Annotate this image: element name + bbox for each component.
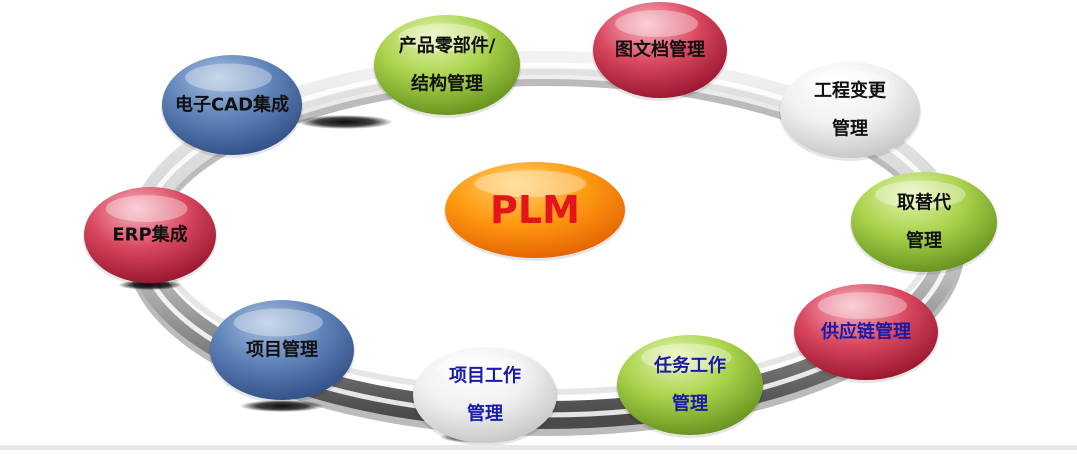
node-highlight <box>185 63 272 92</box>
node-label: 结构管理 <box>411 73 483 95</box>
node-highlight <box>817 292 908 320</box>
node-highlight <box>875 180 966 209</box>
node-bubble <box>84 187 216 283</box>
node-highlight <box>105 195 188 223</box>
node-bubble <box>780 62 920 158</box>
node-bubble <box>210 300 354 400</box>
node-highlight <box>233 308 324 337</box>
node-highlight <box>615 10 699 38</box>
node-bubble <box>794 284 938 380</box>
node-bubble <box>851 172 997 272</box>
node-bubble <box>593 2 727 98</box>
node-bubble <box>374 15 520 115</box>
node-label: 取替代 <box>897 192 951 214</box>
node-label: 管理 <box>672 393 708 415</box>
node-highlight <box>803 70 890 98</box>
node-label: 产品零部件/ <box>399 35 496 57</box>
node-shadow <box>240 400 324 412</box>
node-supply-chain-management: 供应链管理 <box>793 284 939 383</box>
node-bubble <box>617 335 763 435</box>
node-ecad-integration: 电子CAD集成 <box>161 55 303 158</box>
node-label: 电子CAD集成 <box>175 94 289 116</box>
bottom-divider <box>0 445 1077 450</box>
node-bubble <box>162 55 302 155</box>
node-label: 管理 <box>906 230 942 252</box>
node-shadow <box>118 280 182 290</box>
node-highlight <box>436 355 527 383</box>
node-label: 图文档管理 <box>615 39 705 61</box>
node-shadow <box>297 115 393 129</box>
node-product-parts-structure: 产品零部件/结构管理 <box>297 15 521 129</box>
node-label: PLM <box>490 188 580 232</box>
node-project-management: 项目管理 <box>209 300 355 412</box>
node-label: 项目工作 <box>449 365 521 387</box>
nodes-layer: 电子CAD集成产品零部件/结构管理图文档管理工程变更管理取替代管理供应链管理任务… <box>83 2 998 446</box>
node-erp-integration: ERP集成 <box>83 187 217 290</box>
node-highlight <box>474 170 587 198</box>
node-highlight <box>641 343 732 372</box>
node-label: 任务工作 <box>653 355 726 377</box>
node-label: 供应链管理 <box>820 321 911 343</box>
node-bubble <box>445 162 625 258</box>
node-document-management: 图文档管理 <box>592 2 728 101</box>
center-node-plm: PLM <box>444 162 626 261</box>
node-label: 管理 <box>832 118 868 140</box>
node-bubble <box>413 347 557 443</box>
node-label: 项目管理 <box>246 339 318 361</box>
node-label: ERP集成 <box>112 224 187 246</box>
node-highlight <box>398 23 489 52</box>
node-label: 管理 <box>467 403 503 425</box>
node-label: 工程变更 <box>814 80 887 102</box>
